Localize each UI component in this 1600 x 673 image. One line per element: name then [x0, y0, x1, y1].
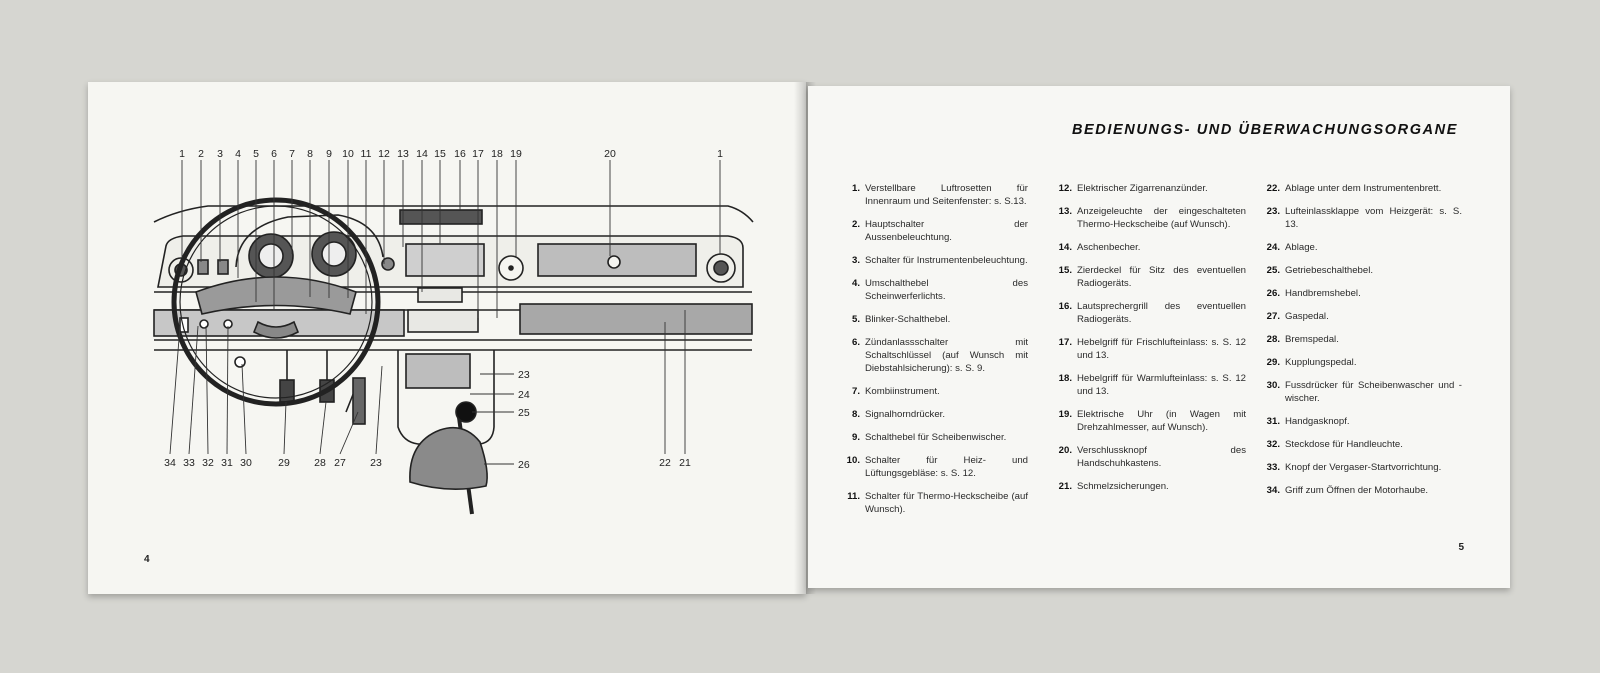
callout-18: 18 [491, 148, 503, 160]
legend-item: 10.Schalter für Heiz- und Lüftungsgebläs… [846, 455, 1028, 479]
legend-item: 17.Hebelgriff für Frischlufteinlass: s. … [1058, 337, 1246, 361]
legend-item: 2.Hauptschalter der Aussenbeleuchtung. [851, 219, 1028, 243]
legend-item: 21.Schmelzsicherungen. [1058, 481, 1169, 492]
callout-4: 4 [235, 148, 241, 160]
legend-item: 12.Elektrischer Zigarrenanzünder. [1058, 183, 1208, 194]
callout-23-bottom: 23 [370, 457, 382, 469]
page-heading: BEDIENUNGS- UND ÜBERWACHUNGSORGANE [1071, 122, 1458, 138]
callout-27: 27 [334, 457, 346, 469]
right-page: BEDIENUNGS- UND ÜBERWACHUNGSORGANE 1.Ver… [808, 86, 1510, 588]
legend-item: 23.Lufteinlassklappe vom Heizgerät: s. S… [1266, 206, 1462, 230]
callout-5: 5 [253, 148, 259, 160]
callout-31: 31 [221, 457, 233, 469]
legend-item: 11.Schalter für Thermo-Heckscheibe (auf … [847, 491, 1028, 515]
callout-8: 8 [307, 148, 313, 160]
dashboard-diagram: 1 2 3 4 5 6 7 8 9 10 11 12 13 14 15 16 1… [153, 148, 754, 515]
callout-32: 32 [202, 457, 214, 469]
legend-column-3: 22.Ablage unter dem Instrumentenbrett. 2… [1262, 182, 1462, 507]
legend-item: 15.Zierdeckel für Sitz des eventuellen R… [1058, 265, 1246, 289]
callout-24: 24 [518, 389, 530, 401]
legend-item: 4.Umschalthebel des Scheinwerferlichts. [851, 278, 1028, 302]
callout-19: 19 [510, 148, 522, 160]
callout-29: 29 [278, 457, 290, 469]
legend-item: 34.Griff zum Öffnen der Motorhaube. [1266, 485, 1429, 496]
legend-item: 18.Hebelgriff für Warmlufteinlass: s. S.… [1058, 373, 1246, 397]
callout-14: 14 [416, 148, 428, 160]
callout-1: 1 [179, 148, 185, 160]
callout-25: 25 [518, 407, 530, 419]
callout-12: 12 [378, 148, 390, 160]
legend-item: 9.Schalthebel für Scheibenwischer. [851, 432, 1007, 443]
legend-item: 7.Kombiinstrument. [851, 386, 940, 397]
legend-item: 22.Ablage unter dem Instrumentenbrett. [1266, 183, 1442, 194]
legend-item: 31.Handgasknopf. [1266, 416, 1350, 427]
legend-item: 24.Ablage. [1266, 242, 1318, 253]
legend-item: 29.Kupplungspedal. [1266, 357, 1357, 368]
legend-item: 27.Gaspedal. [1266, 311, 1329, 322]
callout-21: 21 [679, 457, 691, 469]
legend-item: 20.Verschlussknopf des Handschuhkastens. [1058, 445, 1246, 469]
callout-16: 16 [454, 148, 466, 160]
callout-15: 15 [434, 148, 446, 160]
callout-7: 7 [289, 148, 295, 160]
legend-item: 14.Aschenbecher. [1058, 242, 1141, 253]
callout-26: 26 [518, 459, 530, 471]
legend-item: 1.Verstellbare Luftrosetten für Innenrau… [851, 183, 1028, 207]
legend-item: 28.Bremspedal. [1266, 334, 1339, 345]
callout-33: 33 [183, 457, 195, 469]
legend-item: 26.Handbremshebel. [1266, 288, 1361, 299]
legend-item: 25.Getriebeschalthebel. [1266, 265, 1373, 276]
callout-34: 34 [164, 457, 176, 469]
callout-28: 28 [314, 457, 326, 469]
callout-17: 17 [472, 148, 484, 160]
callout-30: 30 [240, 457, 252, 469]
legend-item: 33.Knopf der Vergaser-Startvorrichtung. [1266, 462, 1442, 473]
page-number-left: 4 [144, 554, 150, 565]
legend-item: 3.Schalter für Instrumentenbeleuchtung. [851, 255, 1028, 266]
callout-9: 9 [326, 148, 332, 160]
callout-23-side: 23 [518, 369, 530, 381]
callout-13: 13 [397, 148, 409, 160]
legend-column-2: 12.Elektrischer Zigarrenanzünder. 13.Anz… [1054, 182, 1246, 503]
callout-3: 3 [217, 148, 223, 160]
legend-item: 30.Fussdrücker für Scheibenwascher und -… [1266, 380, 1462, 404]
legend-item: 5.Blinker-Schalthebel. [851, 314, 951, 325]
legend-item: 13.Anzeigeleuchte der eingeschalteten Th… [1058, 206, 1246, 230]
callout-22: 22 [659, 457, 671, 469]
legend-item: 16.Lautsprechergrill des eventuellen Rad… [1058, 301, 1246, 325]
open-manual-booklet: 1 2 3 4 5 6 7 8 9 10 11 12 13 14 15 16 1… [88, 78, 1518, 598]
callout-11: 11 [361, 148, 372, 160]
page-number-right: 5 [1458, 542, 1464, 553]
legend-item: 19.Elektrische Uhr (in Wagen mit Drehzah… [1058, 409, 1246, 433]
callout-1-right: 1 [717, 148, 723, 160]
left-page: 1 2 3 4 5 6 7 8 9 10 11 12 13 14 15 16 1… [88, 82, 806, 594]
legend-item: 6.Zündanlassschalter mit Schaltschlüssel… [851, 337, 1028, 374]
legend-item: 8.Signalhorndrücker. [851, 409, 945, 420]
callout-20: 20 [604, 148, 616, 160]
legend-item: 32.Steckdose für Handleuchte. [1266, 439, 1403, 450]
legend-column-1: 1.Verstellbare Luftrosetten für Innenrau… [842, 182, 1028, 526]
callout-6: 6 [271, 148, 277, 160]
callout-10: 10 [342, 148, 354, 160]
callout-2: 2 [198, 148, 204, 160]
